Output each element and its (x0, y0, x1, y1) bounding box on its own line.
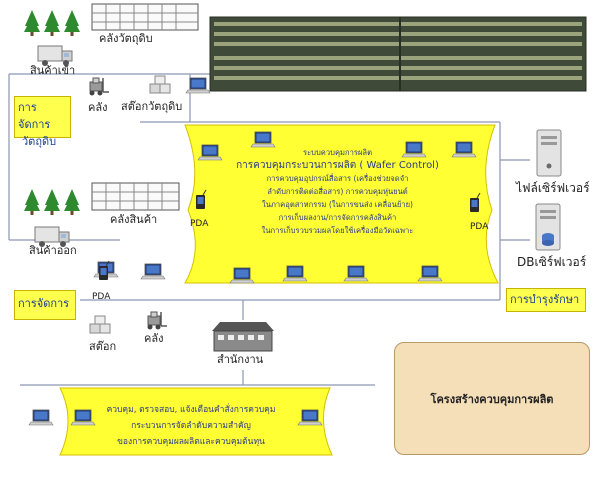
maintenance-box: การบำรุงรักษา (506, 288, 586, 312)
center-line-6: การเก็บผลงาน/การจัดการคลังสินค้า (278, 213, 397, 222)
material-warehouse-label: คลังวัตถุดิบ (99, 32, 153, 45)
center-line-4: ลำดับการติดต่อสื่อสาร) การควบคุมหุ่นยนต์ (267, 187, 408, 196)
material-warehouse-shelves (91, 3, 199, 31)
office-building-icon (212, 322, 274, 352)
production-control-cloud (184, 124, 499, 284)
warehouse-label: คลัง (88, 101, 108, 114)
bottom-control-text: ควบคุม, ตรวจสอบ, แจ้งเตือนคำสั่งการควบคุ… (86, 402, 296, 450)
center-line-5: ในภาคอุตสาหกรรม (ในการขนส่ง เคลื่อนย้าย) (262, 200, 413, 209)
production-control-text: ระบบควบคุมการผลิต การควบคุมกระบวนการผลิต… (225, 146, 450, 237)
forklift-icon-stock (146, 311, 168, 331)
pda-label-1: PDA (190, 219, 209, 229)
file-server-label: ไฟล์เซิร์ฟเวอร์ (516, 181, 590, 195)
forklift-icon-material (88, 77, 110, 97)
material-management-box: การจัดการ วัตถุดิบ (14, 96, 71, 148)
pda-label-3: PDA (92, 292, 111, 302)
db-server-label: DBเซิร์ฟเวอร์ (517, 255, 587, 269)
production-control-structure-title: โครงสร้างควบคุมการผลิต (394, 342, 590, 455)
pda-label-2: PDA (470, 222, 489, 232)
material-stock-label: สต๊อกวัตถุดิบ (121, 100, 183, 113)
center-line-1: ระบบควบคุมการผลิต (302, 148, 373, 157)
material-management-line-2: วัตถุดิบ (22, 135, 57, 148)
office-label: สำนักงาน (217, 353, 264, 366)
truck-icon-in (37, 45, 73, 67)
boxes-icon-stock (89, 315, 111, 334)
management-box: การจัดการ (14, 290, 76, 320)
bottom-line-1: ควบคุม, ตรวจสอบ, แจ้งเตือนคำสั่งการควบคุ… (106, 405, 276, 415)
boxes-icon-material (149, 75, 171, 94)
factory-building (209, 16, 587, 92)
center-line-2: การควบคุมกระบวนการผลิต ( Wafer Control) (236, 160, 439, 171)
product-warehouse-shelves (91, 182, 180, 211)
bottom-line-2: กระบวนการจัดลำดับความสำคัญ (131, 421, 251, 431)
product-warehouse-label: คลังสินค้า (110, 213, 158, 226)
center-line-3: การควบคุมอุปกรณ์สื่อสาร (เครื่องช่วยจดจำ (266, 174, 409, 183)
bottom-line-3: ของการควบคุมผลผลิตและควบคุมต้นทุน (117, 437, 265, 447)
db-server-icon (535, 203, 561, 251)
warehouse-label-2: คลัง (144, 332, 164, 345)
material-management-line-1: การจัดการ (18, 101, 51, 131)
stock-label: สต๊อก (89, 340, 117, 353)
center-line-7: ในการเก็บรวบรวมผลโดยใช้เครื่องมือวัดเฉพา… (261, 226, 414, 235)
bottom-control-cloud (59, 387, 333, 456)
outgoing-goods-label: สินค้าออก (29, 244, 77, 257)
incoming-goods-label: สินค้าเข้า (30, 64, 76, 77)
file-server-icon (536, 129, 562, 177)
